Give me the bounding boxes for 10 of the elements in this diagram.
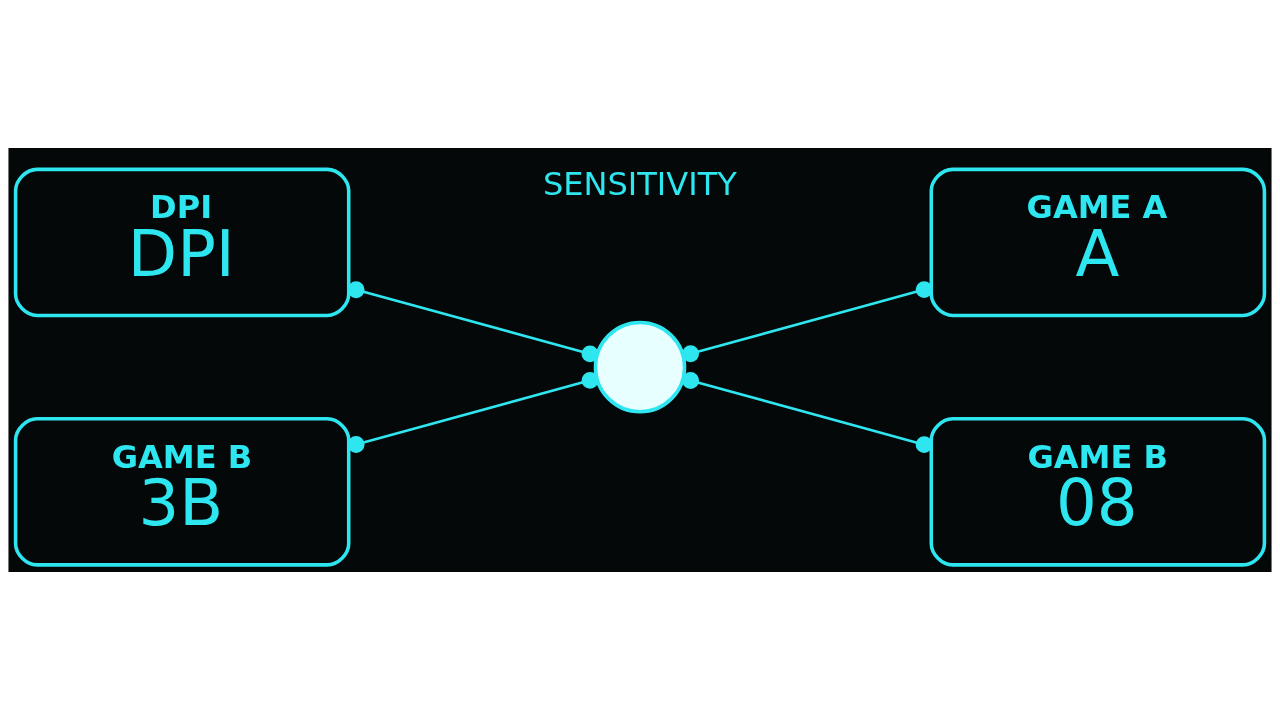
node-box: DPI DPI [13,167,351,318]
node-box: GAME B 08 [929,417,1267,567]
connector [682,372,933,454]
node-label: SENSITIVITY [542,165,737,204]
node-box: GAME B 3B [13,417,351,567]
connector [347,371,599,454]
node-box: GAME A A [929,167,1267,318]
connector [682,281,933,363]
node-circle [593,320,687,414]
connector [347,281,599,363]
